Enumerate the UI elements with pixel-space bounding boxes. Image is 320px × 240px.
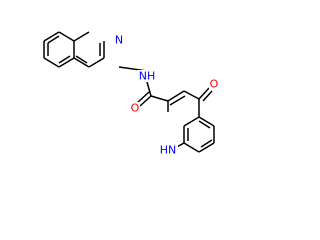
bond (183, 90, 200, 100)
bond (183, 142, 200, 153)
bond (167, 90, 185, 102)
bond (73, 31, 90, 42)
atom-label-n-ring: HN (160, 144, 177, 157)
bonds-group (43, 31, 215, 153)
bond (198, 116, 215, 127)
bond (202, 90, 213, 102)
molecule-diagram: N NH O O HN (43, 31, 219, 157)
bond (88, 57, 105, 68)
bond (75, 55, 88, 64)
bond (150, 95, 169, 102)
atom-labels-group: N NH O O HN (114, 34, 219, 157)
bond (43, 57, 60, 68)
bond (73, 57, 90, 68)
bond (58, 31, 75, 42)
bond (136, 91, 150, 104)
atom-label-o-amide: O (131, 102, 140, 115)
bond (169, 95, 186, 106)
bond (43, 31, 60, 42)
bond (47, 35, 60, 44)
bond (200, 139, 213, 148)
atom-label-o-ketone: O (210, 78, 219, 91)
atom-label-n-quinoline: N (115, 34, 123, 47)
bond (146, 81, 152, 97)
bond (139, 95, 152, 107)
bond (58, 55, 71, 64)
bond (198, 142, 215, 153)
bond (198, 87, 210, 100)
molecule-canvas: N NH O O HN (43, 31, 219, 157)
bond (58, 57, 75, 68)
bond (183, 116, 200, 127)
bond (198, 120, 211, 129)
atom-label-n-amide: NH (139, 70, 156, 83)
